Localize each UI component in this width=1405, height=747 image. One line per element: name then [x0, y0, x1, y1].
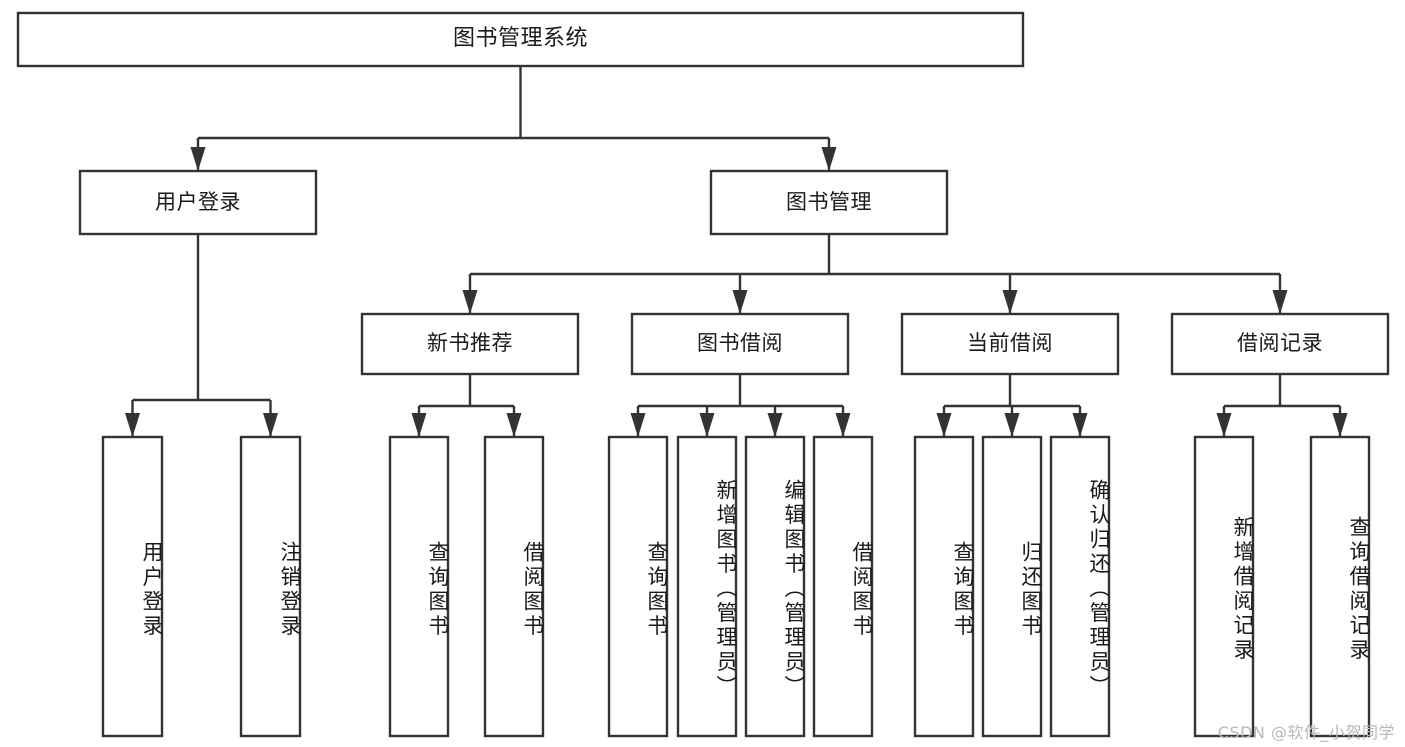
arrow-head-icon: [732, 290, 748, 314]
arrow-head-icon: [1332, 413, 1348, 437]
arrow-head-icon: [1002, 290, 1018, 314]
arrow-head-icon: [936, 413, 952, 437]
arrow-head-icon: [411, 413, 427, 437]
arrow-head-icon: [190, 147, 206, 171]
node-box-借阅记录[interactable]: [1170, 312, 1390, 376]
node-box-查询借阅记录[interactable]: [1309, 435, 1371, 738]
node-box-新增图书管理员[interactable]: [676, 435, 738, 738]
node-layer: [16, 11, 1390, 738]
node-box-借阅图书[interactable]: [483, 435, 545, 738]
arrow-head-icon: [835, 413, 851, 437]
arrow-head-icon: [1216, 413, 1232, 437]
node-box-归还图书[interactable]: [981, 435, 1043, 738]
watermark: CSDN @软件_小贺同学: [1217, 723, 1395, 742]
node-box-查询图书[interactable]: [607, 435, 669, 738]
node-box-借阅图书[interactable]: [812, 435, 874, 738]
node-box-用户登录[interactable]: [101, 435, 164, 738]
edge-layer: [125, 66, 1348, 437]
node-box-新书推荐[interactable]: [360, 312, 580, 376]
arrow-head-icon: [1004, 413, 1020, 437]
arrow-head-icon: [506, 413, 522, 437]
arrow-head-icon: [767, 413, 783, 437]
node-box-查询图书[interactable]: [913, 435, 975, 738]
arrow-head-icon: [821, 147, 837, 171]
arrow-head-icon: [125, 413, 140, 437]
arrow-head-icon: [263, 413, 278, 437]
node-box-图书借阅[interactable]: [630, 312, 850, 376]
arrow-head-icon: [699, 413, 715, 437]
arrow-head-icon: [630, 413, 646, 437]
node-box-注销登录[interactable]: [239, 435, 302, 738]
node-box-查询图书[interactable]: [388, 435, 450, 738]
node-box-编辑图书管理员[interactable]: [744, 435, 806, 738]
node-box-图书管理[interactable]: [709, 169, 949, 236]
node-box-用户登录[interactable]: [78, 169, 318, 236]
node-box-确认归还管理员[interactable]: [1049, 435, 1111, 738]
arrow-head-icon: [462, 290, 478, 314]
node-box-当前借阅[interactable]: [900, 312, 1120, 376]
arrow-head-icon: [1072, 413, 1088, 437]
node-box-图书管理系统[interactable]: [16, 11, 1025, 68]
arrow-head-icon: [1272, 290, 1288, 314]
node-box-新增借阅记录[interactable]: [1193, 435, 1255, 738]
